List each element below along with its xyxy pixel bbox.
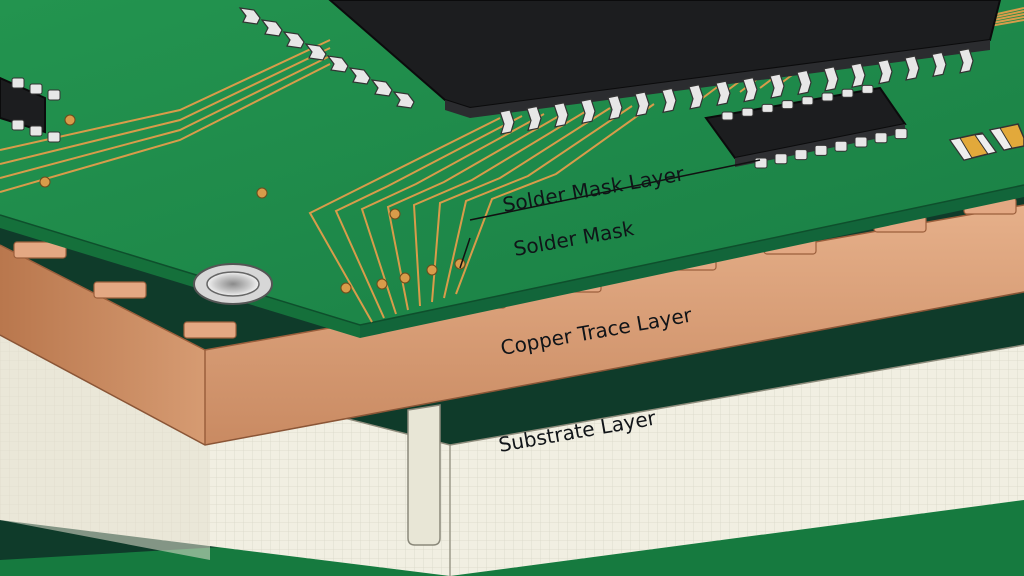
ic-pin xyxy=(580,98,596,124)
ic-pin xyxy=(877,58,893,85)
small-ic-pin xyxy=(841,88,854,98)
ic-pin xyxy=(823,66,839,92)
via xyxy=(389,208,401,220)
smd-capacitor-1 xyxy=(948,132,998,161)
ic-pin xyxy=(304,43,327,61)
via xyxy=(426,264,438,276)
ic-pin xyxy=(392,91,415,109)
copper-pad xyxy=(93,281,147,299)
left-ic-pin xyxy=(47,131,61,143)
trace xyxy=(0,63,331,193)
ic-pin xyxy=(553,102,569,128)
ic-pin xyxy=(499,109,515,135)
ic-pin xyxy=(326,55,349,73)
trace xyxy=(412,109,589,307)
ic-pin xyxy=(260,19,283,37)
small-ic-pin xyxy=(761,103,774,113)
small-ic-pin xyxy=(834,140,848,152)
small-ic-pin xyxy=(814,144,828,156)
ic-pin xyxy=(607,94,623,121)
via xyxy=(256,187,268,199)
ic-pin xyxy=(238,7,261,25)
ic-pin xyxy=(931,51,947,78)
small-ic-pin xyxy=(721,111,734,121)
ic-pin xyxy=(769,73,785,99)
ic-pin xyxy=(688,84,704,110)
trace xyxy=(334,115,523,319)
small-ic-pin xyxy=(861,84,874,94)
main-ic xyxy=(328,0,1002,118)
ic-pin xyxy=(850,62,866,88)
left-ic-pin xyxy=(11,77,25,89)
left-ic-pin xyxy=(11,119,25,131)
ic-pin xyxy=(282,31,305,49)
via xyxy=(64,114,76,126)
ic-pin xyxy=(958,48,974,74)
trace xyxy=(308,117,501,323)
ic-pin xyxy=(904,55,920,81)
trace xyxy=(455,103,655,295)
small-ic-pin xyxy=(754,157,768,169)
via xyxy=(376,278,388,290)
small-ic-pin xyxy=(741,107,754,117)
label-leaders xyxy=(459,159,761,269)
trace xyxy=(0,55,331,179)
left-ic-pins xyxy=(11,77,61,143)
copper-pad xyxy=(183,321,237,339)
small-ic-pin xyxy=(821,92,834,102)
vias xyxy=(39,114,466,294)
ic-pin xyxy=(634,91,650,117)
smd-capacitor-2 xyxy=(988,123,1024,151)
small-ic-pin xyxy=(854,136,868,148)
copper-slab xyxy=(0,204,1024,446)
trace xyxy=(386,111,567,311)
copper-pad xyxy=(13,241,67,259)
mounting-hole xyxy=(193,263,273,305)
via xyxy=(399,272,411,284)
small-ic-pins xyxy=(721,84,908,169)
left-ic-pin xyxy=(29,125,43,137)
ic-pin xyxy=(715,80,731,106)
small-ic-pin xyxy=(781,100,794,110)
small-ic-pin xyxy=(894,128,908,140)
small-ic-pin xyxy=(774,153,788,165)
ic-pin xyxy=(370,79,393,97)
trace xyxy=(360,113,545,315)
small-ic-pin xyxy=(801,96,814,106)
main-ic-pins xyxy=(238,7,974,135)
ic-pin xyxy=(661,87,677,114)
ic-pin xyxy=(526,105,542,132)
trace xyxy=(443,105,633,299)
left-ic-pin xyxy=(29,83,43,95)
ic-pin xyxy=(348,67,371,85)
substrate-block xyxy=(0,329,1024,576)
ic-pin xyxy=(796,69,812,96)
small-ic-pin xyxy=(874,132,888,144)
via xyxy=(340,282,352,294)
small-ic-pin xyxy=(794,149,808,161)
via xyxy=(39,176,51,188)
trace xyxy=(0,47,331,165)
ic-pin xyxy=(742,76,758,103)
trace xyxy=(431,107,611,303)
left-ic-pin xyxy=(47,89,61,101)
